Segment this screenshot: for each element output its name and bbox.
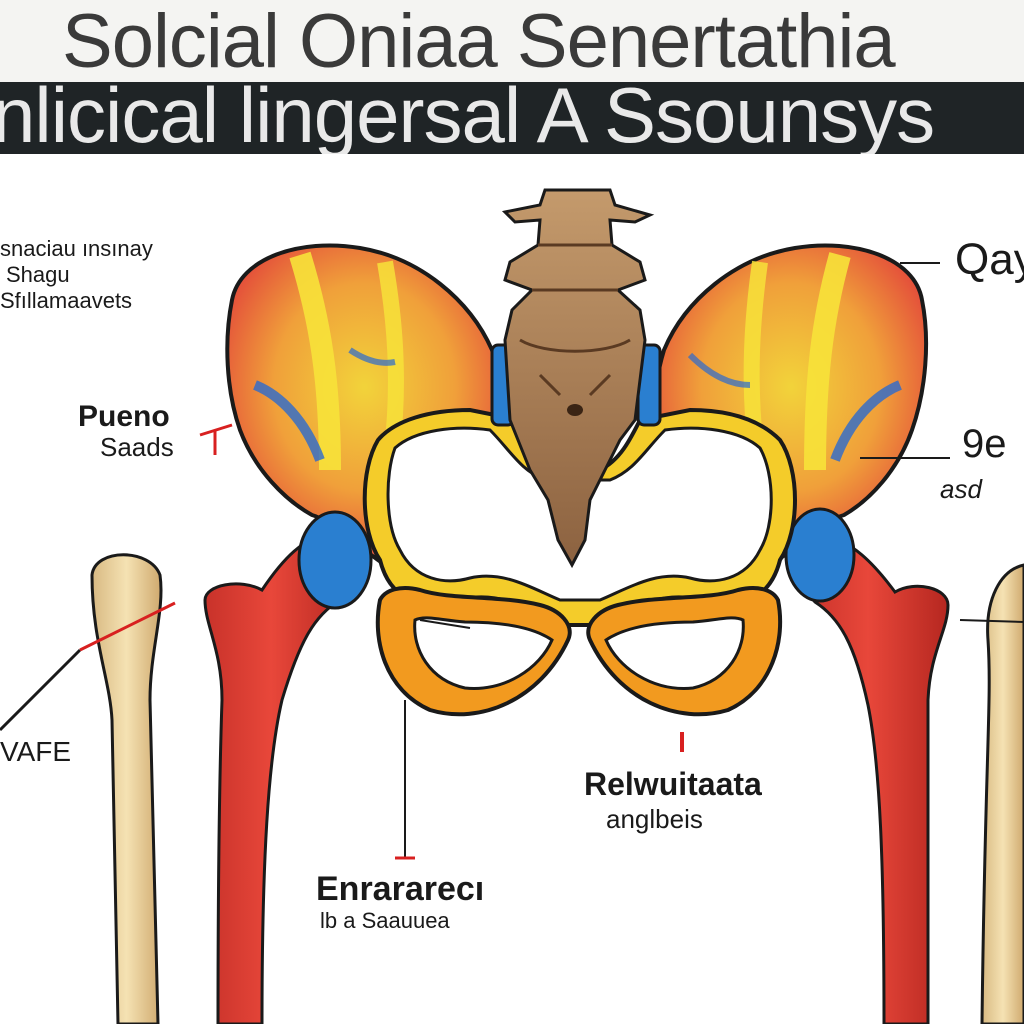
label-center-right-1: Relwuitaata [584,766,762,802]
label-top-left-3: Sfıllamaavets [0,288,133,313]
label-mid-left-1: Pueno [78,400,170,433]
label-top-left-1: snaciau ınsınay [0,236,153,261]
title-banner-dark-band [0,82,1024,154]
right-femur [801,536,950,1024]
label-bottom-left: VAFE [0,736,72,767]
pelvis-illustration [0,188,1024,1024]
left-femur [203,533,354,1024]
diagram-title-line-1: Solcial Oniaa Senertathia [62,0,896,84]
label-center-bottom-1: Enrararecı [316,870,485,908]
label-mid-left-2: Saads [100,432,174,462]
sacrum [501,188,655,569]
label-mid-right-1: 9e [962,422,1007,466]
left-obturator-ring [375,586,572,717]
right-obturator-ring [586,586,783,717]
label-center-bottom-2: lb a Saauuea [320,908,450,933]
pointer-lines [0,262,1024,860]
label-top-left-2: Shagu [6,262,70,287]
diagram-title-line-2: nlicical lingersal A Ssounsys [0,71,935,154]
title-banner: Solcial Oniaa Senertathia nlicical linge… [0,0,1024,154]
left-hip-joint [297,510,373,610]
pelvis-diagram: snaciau ınsınay Shagu Sfıllamaavets Puen… [0,154,1024,1024]
label-mid-right-2: asd [940,474,982,504]
left-outer-femur [90,553,163,1024]
right-hip-joint [784,507,856,603]
left-ilium [225,243,504,566]
right-outer-femur [980,563,1024,1024]
label-top-right: Qay [955,235,1024,284]
label-center-right-2: anglbeis [606,804,703,834]
